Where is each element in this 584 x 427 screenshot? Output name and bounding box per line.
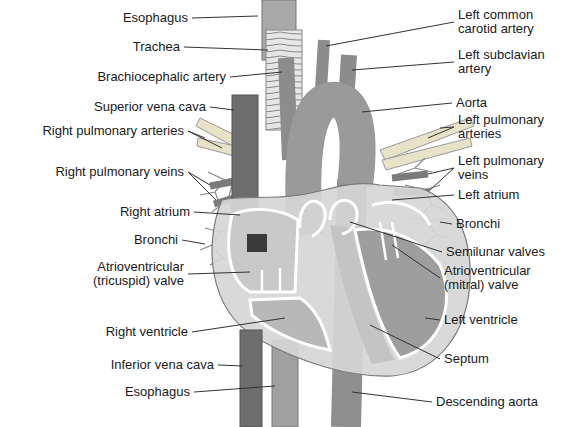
leader-lines-part [425, 318, 440, 320]
heart-part [262, 268, 280, 292]
part-label: Right atrium [120, 205, 190, 219]
part-label: Left ventricle [444, 313, 518, 327]
part-label: Aorta [456, 96, 487, 110]
leader-lines-part [352, 392, 432, 402]
part-label: Bronchi [134, 233, 178, 247]
part-label: Right pulmonary veins [55, 165, 184, 179]
pulmonary-veins-part [392, 174, 428, 178]
leader-lines-part [362, 103, 452, 112]
heart-part [330, 225, 395, 364]
part-label: Descending aorta [436, 395, 538, 409]
part-label: Semilunar valves [446, 245, 545, 259]
leader-lines-part [218, 365, 243, 366]
heart-part [300, 201, 325, 236]
leader-lines-part [192, 16, 258, 18]
leader-lines-part [370, 325, 440, 359]
part-label: Bronchi [456, 217, 500, 231]
leader-lines-part [392, 245, 440, 278]
leader-lines-part [182, 240, 205, 244]
leader-lines-part [188, 131, 222, 148]
part-label: Left pulmonary veins [458, 154, 558, 182]
part-label: Left pulmonary arteries [458, 113, 558, 141]
part-label: Esophagus [125, 385, 190, 399]
heart-part [229, 209, 298, 292]
part-label: Right ventricle [106, 325, 188, 339]
leader-lines-part [428, 127, 454, 138]
part-label: Superior vena cava [94, 100, 206, 114]
leader-lines-part [194, 386, 275, 392]
leader-lines-part [194, 212, 240, 215]
leader-lines-part [230, 72, 282, 77]
heart-part [330, 200, 357, 234]
leader-lines-part [392, 195, 454, 200]
leader-lines-part [188, 172, 216, 200]
part-label: Atrioventricular (mitral) valve [444, 264, 556, 292]
leader-lines-part [352, 62, 454, 70]
heart-part [380, 222, 398, 260]
leader-lines-part [210, 107, 234, 110]
part-label: Esophagus [123, 11, 188, 25]
leader-lines-part [184, 47, 268, 50]
part-label: Trachea [133, 40, 180, 54]
part-label: Left atrium [458, 188, 519, 202]
part-label: Left subclavian artery [458, 48, 558, 76]
heart-part [247, 234, 267, 252]
part-label: Septum [444, 352, 489, 366]
part-label: Brachiocephalic artery [97, 70, 226, 84]
leader-lines-part [188, 272, 250, 274]
inferior-vena-cava [240, 330, 262, 427]
part-label: Atrioventricular (tricuspid) valve [72, 260, 184, 288]
heart-part [372, 202, 430, 225]
part-label: Right pulmonary arteries [42, 124, 184, 138]
leader-lines-part [428, 168, 454, 190]
leader-lines-part [326, 22, 454, 46]
inferior-vena-cava-part [240, 330, 262, 427]
leader-lines-part [192, 318, 285, 332]
leader-lines-part [440, 222, 452, 224]
part-label: Inferior vena cava [111, 358, 214, 372]
part-label: Left common carotid artery [458, 8, 558, 36]
